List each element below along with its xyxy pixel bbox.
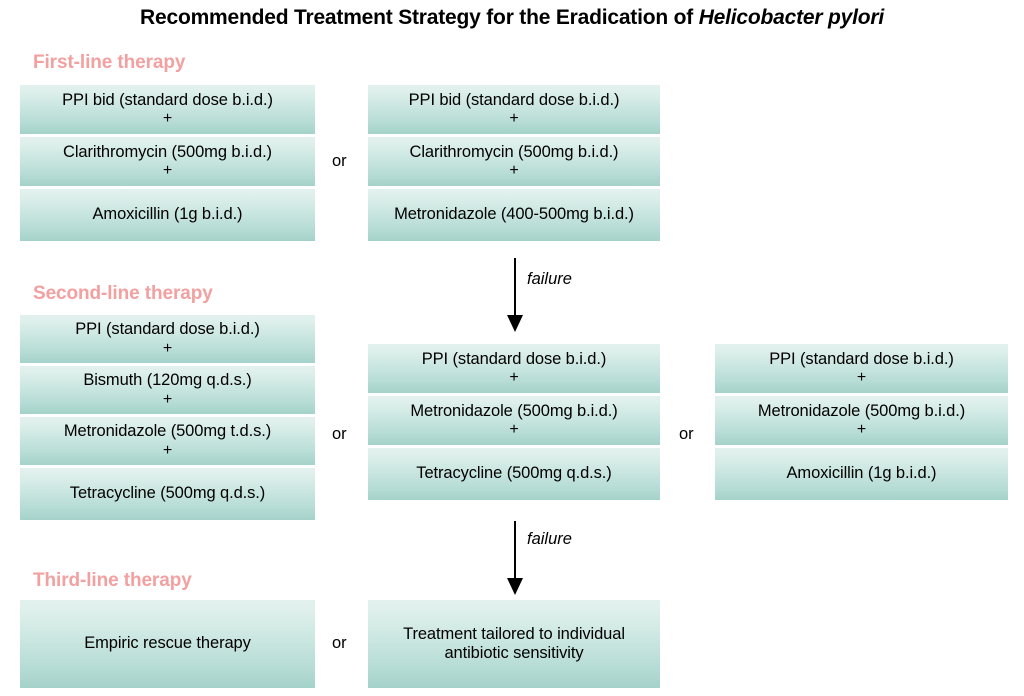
second-line-option-c-box[interactable]: PPI (standard dose b.i.d.) + Metronidazo… bbox=[715, 344, 1008, 500]
therapy-name-line2: antibiotic sensitivity bbox=[444, 644, 584, 662]
plus-connector: + bbox=[856, 421, 867, 439]
regimen-row: Clarithromycin (500mg b.i.d.) + bbox=[368, 137, 660, 186]
plus-connector: + bbox=[162, 390, 173, 408]
plus-connector: + bbox=[509, 421, 519, 439]
regimen-row: Clarithromycin (500mg b.i.d.) + bbox=[20, 137, 315, 186]
plus-connector: + bbox=[162, 441, 173, 459]
drug-name: PPI bid (standard dose b.i.d.) bbox=[408, 90, 620, 109]
plus-connector: + bbox=[162, 110, 173, 128]
first-line-option-a-box[interactable]: PPI bid (standard dose b.i.d.) + Clarith… bbox=[20, 85, 315, 241]
or-separator-third-line: or bbox=[332, 634, 347, 652]
regimen-row: Metronidazole (500mg t.d.s.) + bbox=[20, 417, 315, 465]
drug-name: Tetracycline (500mg q.d.s.) bbox=[416, 464, 612, 483]
regimen-row: Metronidazole (500mg b.i.d.) + bbox=[715, 396, 1008, 445]
or-separator-first-line: or bbox=[332, 152, 347, 170]
regimen-row: Metronidazole (500mg b.i.d.) + bbox=[368, 396, 660, 445]
page-title-species: Helicobacter pylori bbox=[698, 6, 884, 29]
failure-label-first-to-second: failure bbox=[527, 270, 572, 288]
plus-connector: + bbox=[162, 162, 173, 180]
page-title-prefix: Recommended Treatment Strategy for the E… bbox=[140, 6, 699, 29]
drug-name: Clarithromycin (500mg b.i.d.) bbox=[409, 142, 619, 161]
drug-name: Amoxicillin (1g b.i.d.) bbox=[92, 205, 243, 224]
plus-connector: + bbox=[509, 110, 519, 128]
regimen-row: PPI (standard dose b.i.d.) + bbox=[715, 344, 1008, 393]
third-line-option-b-box[interactable]: Treatment tailored to individual antibio… bbox=[368, 600, 660, 688]
drug-name: Metronidazole (400-500mg b.i.d.) bbox=[394, 205, 634, 224]
regimen-row: Metronidazole (400-500mg b.i.d.) bbox=[368, 189, 660, 241]
regimen-row: Tetracycline (500mg q.d.s.) bbox=[20, 468, 315, 520]
regimen-row: Amoxicillin (1g b.i.d.) bbox=[20, 189, 315, 241]
second-line-option-a-box[interactable]: PPI (standard dose b.i.d.) + Bismuth (12… bbox=[20, 315, 315, 520]
drug-name: Metronidazole (500mg b.i.d.) bbox=[757, 401, 966, 420]
regimen-row: Treatment tailored to individual antibio… bbox=[368, 600, 660, 688]
drug-name: PPI bid (standard dose b.i.d.) bbox=[62, 90, 273, 109]
regimen-row: PPI (standard dose b.i.d.) + bbox=[20, 315, 315, 363]
section-heading-third-line: Third-line therapy bbox=[33, 570, 192, 591]
drug-name: PPI (standard dose b.i.d.) bbox=[421, 349, 607, 368]
section-heading-second-line: Second-line therapy bbox=[33, 283, 213, 304]
drug-name: PPI (standard dose b.i.d.) bbox=[75, 320, 260, 339]
drug-name: Tetracycline (500mg q.d.s.) bbox=[69, 484, 266, 503]
regimen-row: PPI (standard dose b.i.d.) + bbox=[368, 344, 660, 393]
plus-connector: + bbox=[509, 369, 519, 387]
failure-label-second-to-third: failure bbox=[527, 530, 572, 548]
drug-name: Clarithromycin (500mg b.i.d.) bbox=[63, 142, 272, 161]
drug-name: Metronidazole (500mg b.i.d.) bbox=[410, 401, 618, 420]
plus-connector: + bbox=[162, 339, 173, 357]
regimen-row: Tetracycline (500mg q.d.s.) bbox=[368, 448, 660, 500]
plus-connector: + bbox=[509, 162, 519, 180]
or-separator-second-line-a-b: or bbox=[332, 425, 347, 443]
regimen-row: Amoxicillin (1g b.i.d.) bbox=[715, 448, 1008, 500]
page-title: Recommended Treatment Strategy for the E… bbox=[0, 6, 1024, 30]
section-heading-first-line: First-line therapy bbox=[33, 52, 186, 73]
or-separator-second-line-b-c: or bbox=[679, 425, 694, 443]
therapy-name: Empiric rescue therapy bbox=[84, 634, 251, 653]
drug-name: Metronidazole (500mg t.d.s.) bbox=[63, 422, 272, 441]
drug-name: Amoxicillin (1g b.i.d.) bbox=[786, 464, 937, 483]
plus-connector: + bbox=[856, 369, 867, 387]
regimen-row: Empiric rescue therapy bbox=[20, 600, 315, 688]
drug-name: Bismuth (120mg q.d.s.) bbox=[83, 371, 252, 390]
third-line-option-a-box[interactable]: Empiric rescue therapy bbox=[20, 600, 315, 688]
drug-name: PPI (standard dose b.i.d.) bbox=[769, 349, 954, 368]
regimen-row: Bismuth (120mg q.d.s.) + bbox=[20, 366, 315, 414]
regimen-row: PPI bid (standard dose b.i.d.) + bbox=[368, 85, 660, 134]
second-line-option-b-box[interactable]: PPI (standard dose b.i.d.) + Metronidazo… bbox=[368, 344, 660, 500]
first-line-option-b-box[interactable]: PPI bid (standard dose b.i.d.) + Clarith… bbox=[368, 85, 660, 241]
regimen-row: PPI bid (standard dose b.i.d.) + bbox=[20, 85, 315, 134]
therapy-name-line1: Treatment tailored to individual bbox=[403, 624, 625, 643]
